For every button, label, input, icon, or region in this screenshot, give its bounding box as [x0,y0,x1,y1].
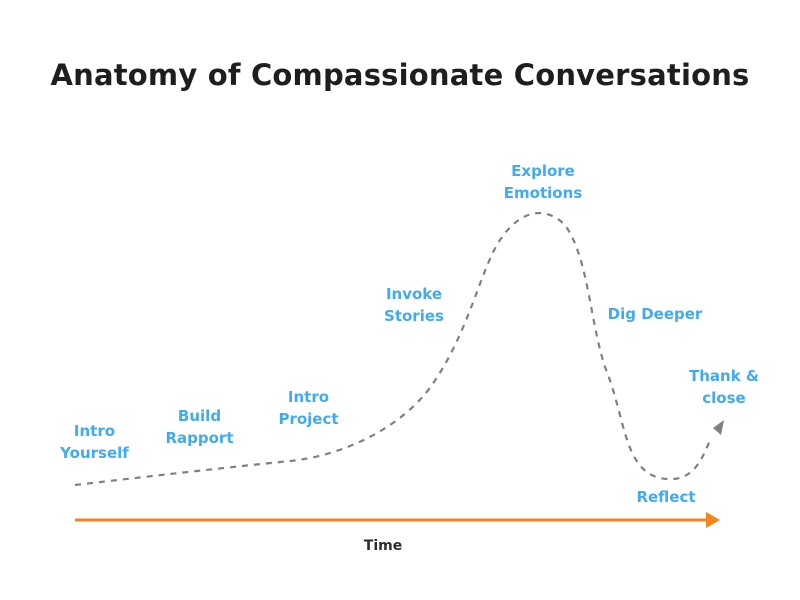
stage-label-reflect: Reflect [636,488,696,506]
curve-arrowhead-icon [713,420,724,435]
diagram-title: Anatomy of Compassionate Conversations [50,58,750,92]
conversation-curve [74,211,712,487]
time-axis-arrowhead-icon [706,512,720,528]
time-axis-label: Time [363,538,403,554]
stage-label-thank-close: Thank &close [689,367,759,407]
stage-label-dig-deeper: Dig Deeper [607,305,703,323]
